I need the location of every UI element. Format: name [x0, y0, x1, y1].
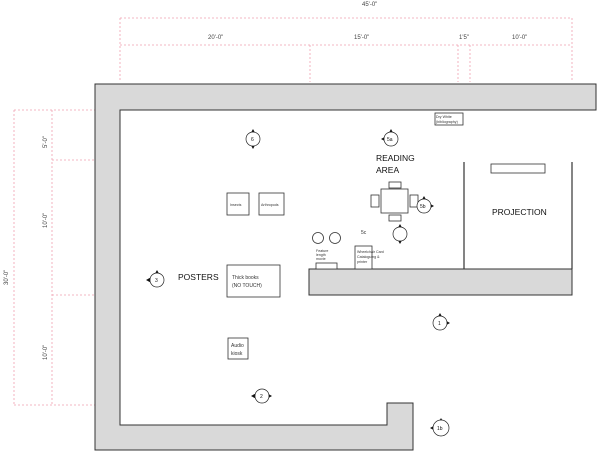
marker-5a-label: 5a: [387, 137, 393, 143]
reading-area-label-2: AREA: [376, 165, 399, 175]
feature-movie-screen: [315, 262, 338, 270]
insects-display: [226, 192, 250, 216]
projection-ledge-wall: [308, 268, 573, 296]
wheelchair-label-1: Wheelchair Card: [357, 250, 384, 254]
station-marker-5a: 5a: [381, 129, 399, 147]
audio-kiosk-label-2: kiosk: [231, 351, 243, 357]
feature-label-3: movie: [316, 257, 326, 261]
marker-3-label: 3: [155, 278, 158, 284]
marker-2-label: 2: [260, 394, 263, 400]
dry-white-label-1: Dry White: [436, 115, 452, 119]
segment-3-label: 1'5": [459, 35, 469, 41]
thick-books-table: [226, 264, 281, 298]
thick-books-label-1: Thick books: [232, 275, 259, 281]
station-marker-1b: 1b: [430, 418, 450, 437]
station-marker-1: 1: [432, 313, 450, 331]
station-marker-reading: [392, 224, 408, 244]
station-marker-2: 2: [251, 388, 272, 404]
feature-label-2: length: [316, 253, 326, 257]
top-dimensions: 45'-0" 20'-0" 15'-0" 1'5" 10'-0": [119, 2, 573, 82]
thick-books-label-2: (NO TOUCH): [232, 283, 262, 289]
insects-label: Insects: [230, 203, 242, 207]
audio-kiosk: [227, 337, 249, 360]
reading-area-label-1: READING: [376, 153, 415, 163]
arthropods-label: Arthropods: [261, 203, 279, 207]
stool-1: [312, 232, 324, 244]
overall-width-label: 45'-0": [362, 2, 377, 8]
marker-1-label: 1: [438, 321, 441, 327]
reading-table: [370, 181, 419, 222]
side-3-label: 10'-0": [43, 345, 49, 360]
side-1-label: 5'-0": [43, 136, 49, 148]
dry-white-board: [434, 112, 464, 126]
outer-wall: [94, 83, 597, 451]
wheelchair-card-catalogue: [354, 245, 373, 270]
projection-label: PROJECTION: [492, 207, 547, 217]
station-5c-label: 5c: [361, 230, 367, 236]
marker-1b-label: 1b: [437, 426, 443, 432]
marker-6-label: 6: [251, 137, 254, 143]
audio-kiosk-label-1: Audio: [231, 343, 244, 349]
side-2-label: 10'-0": [43, 213, 49, 228]
arthropods-display: [258, 192, 285, 216]
stool-2: [329, 232, 341, 244]
feature-label-1: Feature: [316, 249, 328, 253]
posters-label: POSTERS: [178, 272, 219, 282]
overall-height-label: 30'-0": [4, 270, 10, 285]
marker-5b-label: 5b: [420, 204, 426, 210]
segment-2-label: 15'-0": [354, 35, 369, 41]
dry-white-label-2: (bibliography): [436, 120, 458, 124]
segment-1-label: 20'-0": [208, 35, 223, 41]
segment-4-label: 10'-0": [512, 35, 527, 41]
station-marker-5b: 5b: [416, 196, 434, 214]
wheelchair-label-2: Cataloguing &: [357, 255, 380, 259]
wheelchair-label-3: printer: [357, 260, 368, 264]
station-marker-3: 3: [146, 270, 165, 288]
projection-screen: [490, 163, 546, 174]
station-marker-6: 6: [245, 129, 261, 149]
